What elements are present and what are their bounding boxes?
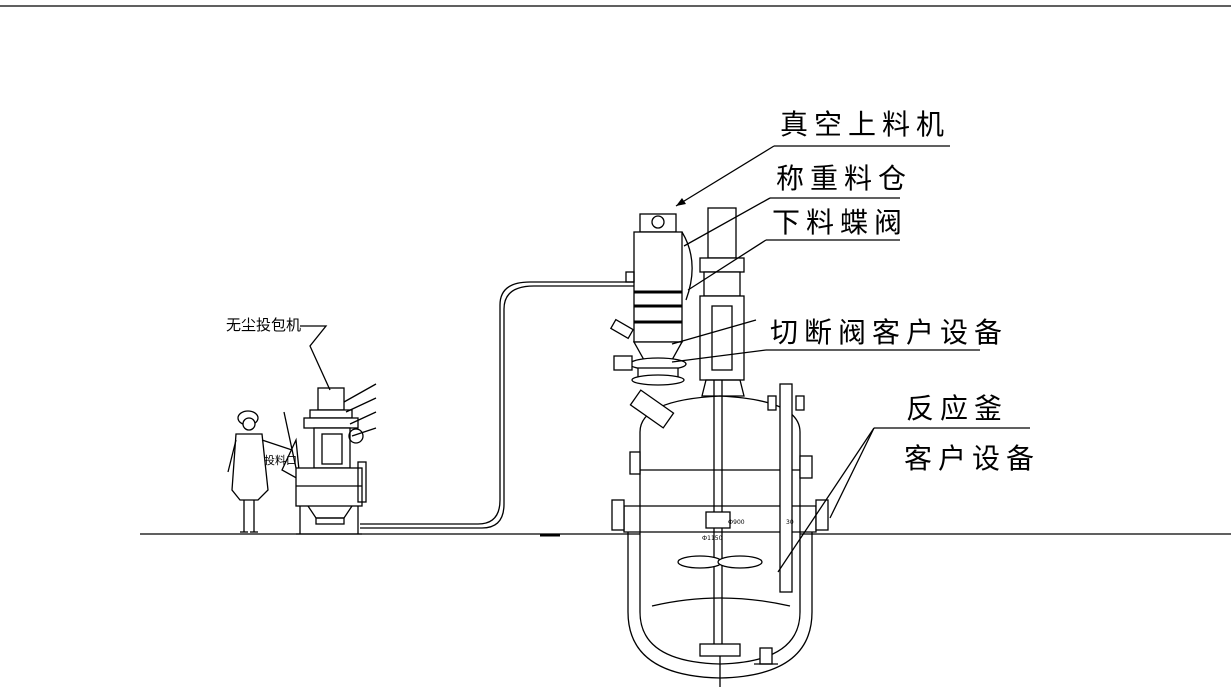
weigh-bin-label: 称重料仓: [776, 162, 912, 195]
reactor-label: 反应釜: [906, 392, 1008, 425]
reactor-vessel: [611, 260, 829, 687]
customer-equipment-label: 客户设备: [904, 442, 1040, 475]
dim-30: 30: [786, 519, 794, 526]
shutoff-valve-label: 切断阀客户设备: [770, 316, 1008, 349]
feeder-leader-lines: [300, 325, 377, 437]
dustless-feeder-label: 无尘投包机: [226, 316, 301, 334]
dustless-feeder-machine: [281, 387, 367, 535]
dim-1150: Ф1150: [702, 535, 723, 542]
vacuum-loader-label: 真空上料机: [780, 108, 950, 141]
transfer-pipe-inner: [360, 285, 640, 529]
dim-900: Ф900: [728, 519, 745, 526]
agitator-drive: [699, 207, 745, 397]
transfer-pipe: [360, 281, 640, 525]
vacuum-loader-assembly: [609, 213, 693, 386]
label-leaders: [671, 145, 1030, 573]
butterfly-valve-label: 下料蝶阀: [772, 206, 908, 239]
feed-port-label: 投料口: [264, 453, 297, 467]
